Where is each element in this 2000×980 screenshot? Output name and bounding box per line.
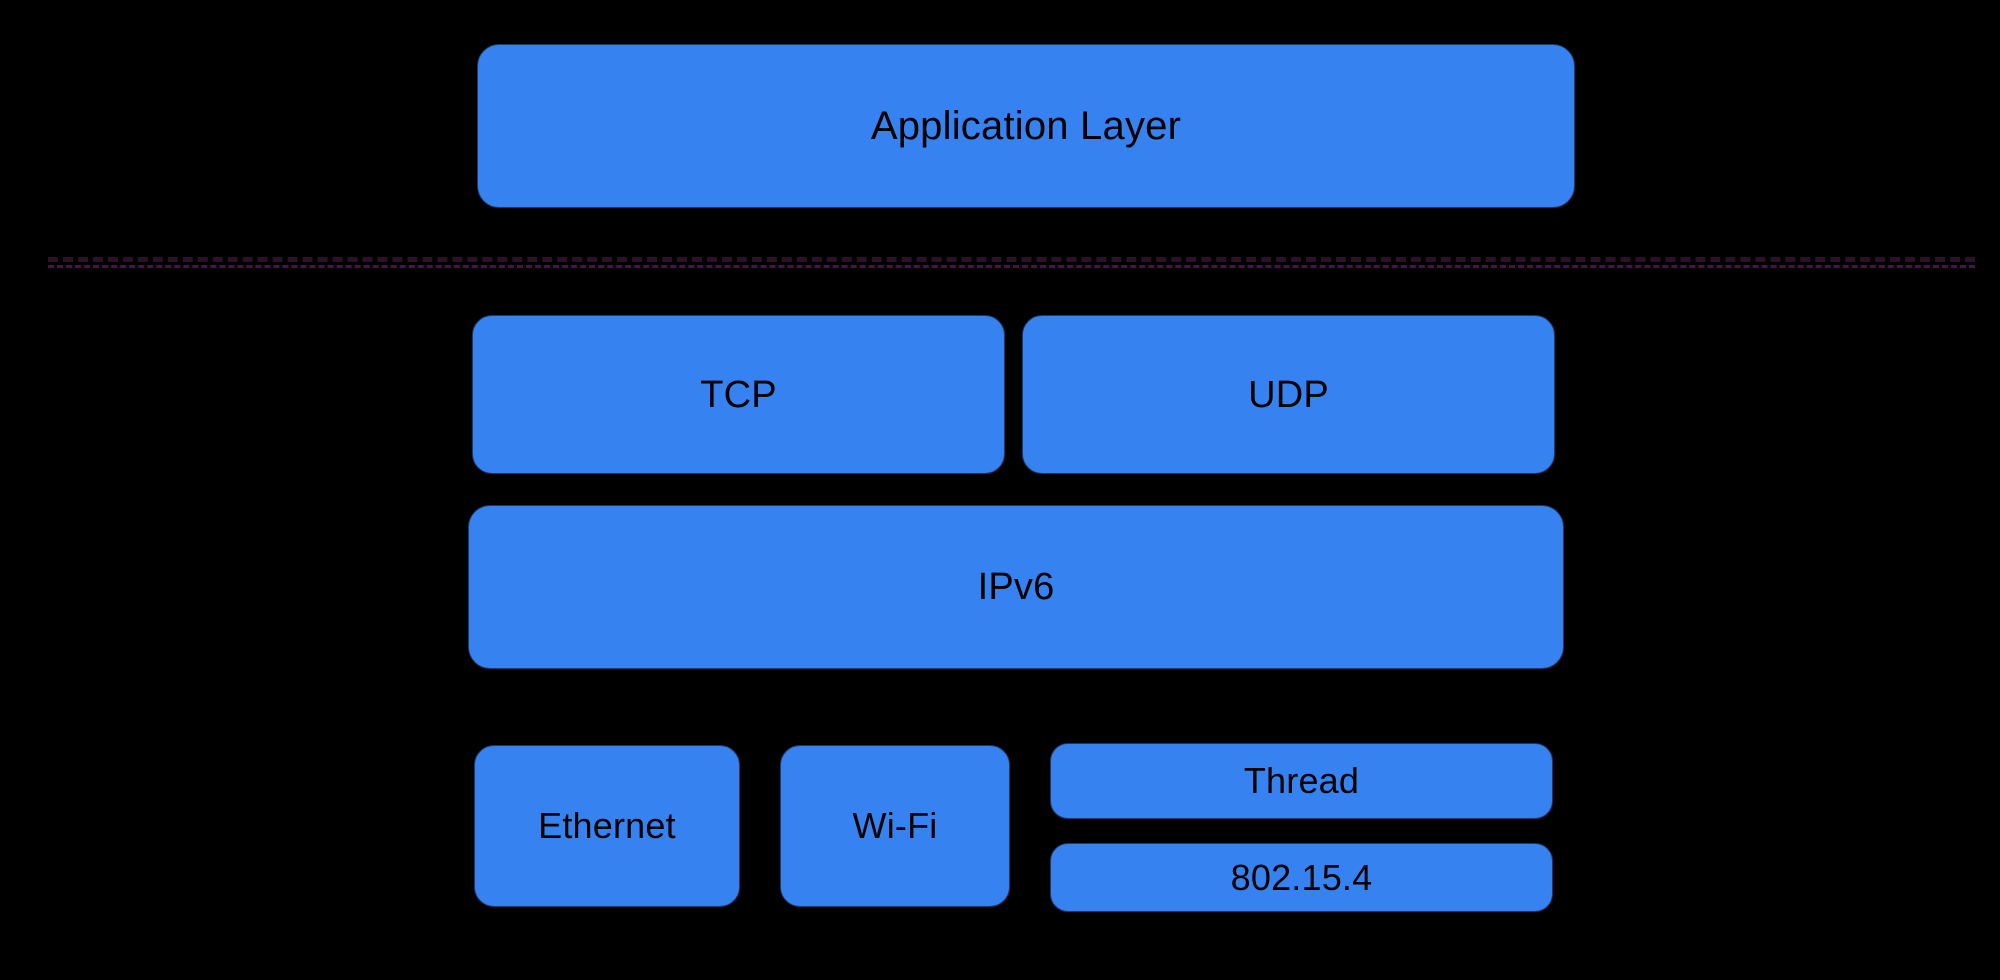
- node-wifi[interactable]: Wi-Fi: [780, 745, 1010, 907]
- node-802-15-4-label: 802.15.4: [1230, 856, 1373, 898]
- node-ethernet-label: Ethernet: [538, 805, 676, 846]
- application-transport-separator: [48, 257, 1975, 268]
- node-802-15-4[interactable]: 802.15.4: [1050, 843, 1553, 912]
- node-wifi-label: Wi-Fi: [852, 805, 938, 846]
- node-tcp[interactable]: TCP: [472, 315, 1005, 474]
- node-thread[interactable]: Thread: [1050, 743, 1553, 819]
- node-application-layer-label: Application Layer: [870, 104, 1182, 148]
- node-ipv6-label: IPv6: [977, 566, 1055, 608]
- node-tcp-label: TCP: [700, 373, 777, 416]
- node-ethernet[interactable]: Ethernet: [474, 745, 740, 907]
- node-udp-label: UDP: [1248, 373, 1329, 416]
- node-thread-label: Thread: [1243, 760, 1360, 801]
- node-application-layer[interactable]: Application Layer: [477, 44, 1575, 208]
- node-ipv6[interactable]: IPv6: [468, 505, 1564, 669]
- node-udp[interactable]: UDP: [1022, 315, 1555, 474]
